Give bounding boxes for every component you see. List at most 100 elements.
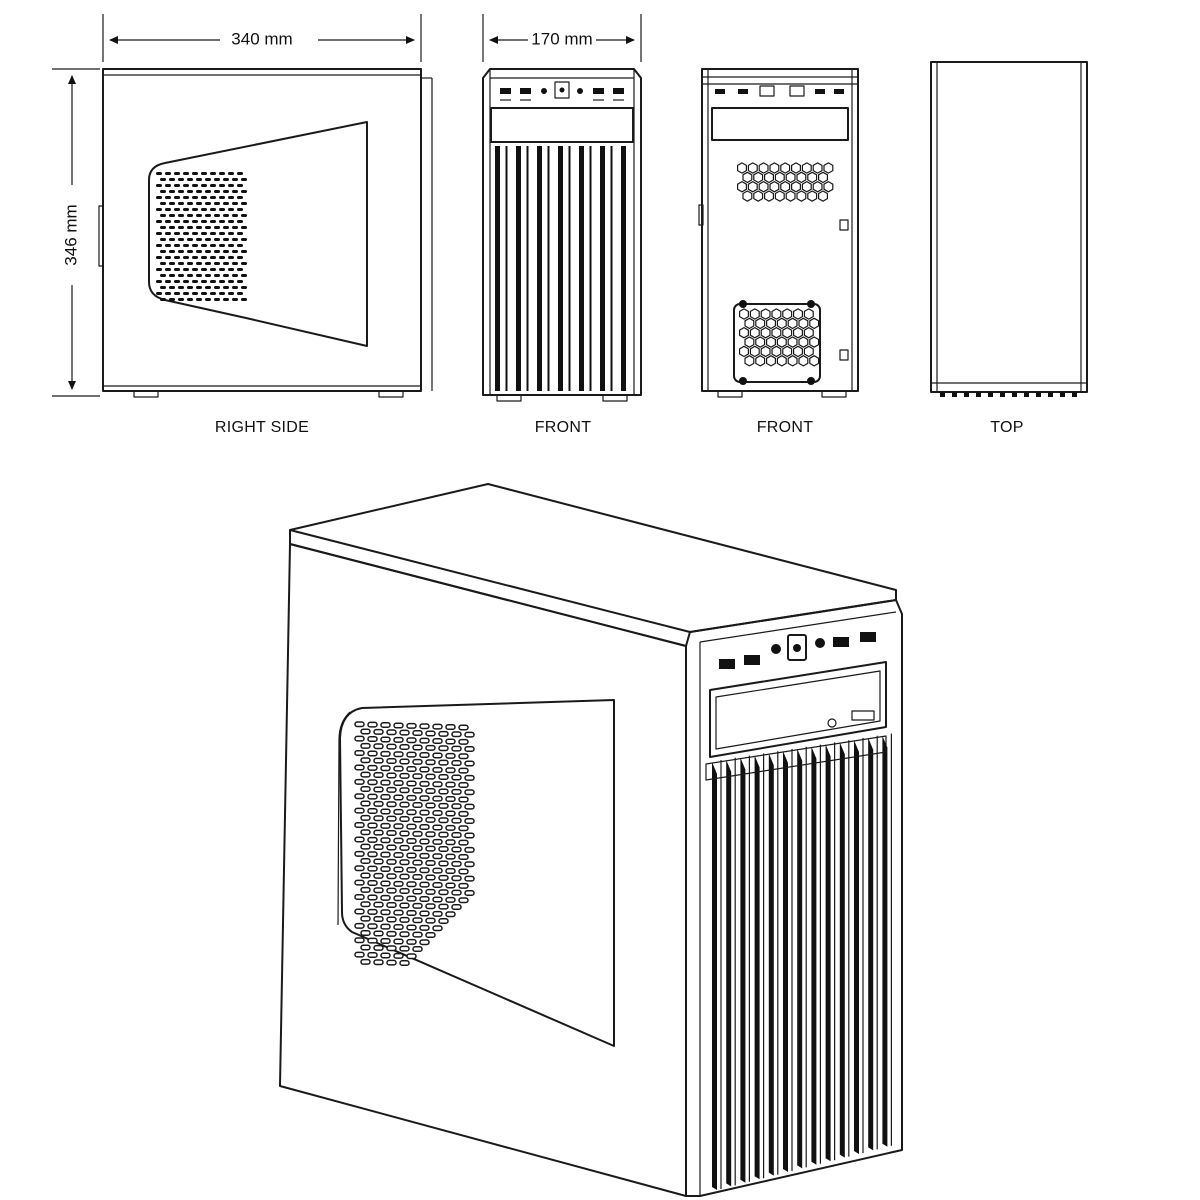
hex-hole [744,336,755,348]
vent-slot [196,298,202,301]
vent-slot [214,250,220,253]
vent-slot [196,250,202,253]
hex-hole [760,327,771,339]
bezel-notch [1048,392,1053,397]
hex-hole [809,336,820,348]
vent-slot [219,268,225,271]
hex-hole [736,162,748,174]
rear-view [698,68,859,398]
vent-slot [196,238,202,241]
fin-slot [621,146,626,391]
vent-slot [187,202,193,205]
hex-hole [763,190,775,202]
vent-slot [174,208,180,211]
iso-vent-slot [380,750,391,757]
iso-fin [712,762,717,1190]
iso-vent-slot [425,860,436,867]
usb2-port-icon [520,88,531,94]
vent-slot [223,262,229,265]
iso-vent-slot [451,774,462,781]
vent-slot [174,184,180,187]
vent-slot [169,178,175,181]
hex-hole [771,327,782,339]
iso-vent-slot [360,786,371,793]
vent-slot [237,196,243,199]
iso-vent-slot [458,738,469,745]
iso-vent-slot [464,774,475,781]
iso-vent-slot [373,815,384,822]
iso-vent-slot [373,872,384,879]
iso-vent-slot [406,924,417,931]
vent-slot [178,262,184,265]
vent-slot [228,208,234,211]
vent-slot [196,178,202,181]
vent-slot [192,256,198,259]
fin-slot [610,146,613,391]
hex-hole [823,162,834,174]
iso-vent-slot [425,744,436,751]
bezel-notch [1012,392,1017,397]
vent-slot [183,172,189,175]
hex-hole [736,181,748,193]
iso-vent-slot [380,837,391,844]
iso-vent-slot [380,880,391,887]
vent-slot [201,244,207,247]
iso-vent-slot [393,765,404,772]
iso-vent-slot [432,795,443,802]
vent-slot [174,292,180,295]
vent-slot [160,178,166,181]
iso-vent-slot [432,810,443,817]
iso-vent-slot [393,837,404,844]
vent-slot [237,292,243,295]
vent-slot [183,244,189,247]
hex-hole [753,190,764,202]
iso-vent-slot [386,815,397,822]
iso-vent-slot [360,886,371,893]
vent-slot [237,268,243,271]
iso-vent-slot [445,911,456,918]
iso-vent-slot [425,932,436,939]
iso-vent-slot [419,910,430,917]
hex-hole [738,327,750,339]
vent-slot [228,232,234,235]
iso-vent-slot [380,722,391,729]
vent-slot [210,220,216,223]
vent-slot [214,226,220,229]
iso-vent-slot [360,814,371,821]
vent-slot [196,214,202,217]
iso-vent-slot [399,801,410,808]
vent-slot [205,190,211,193]
vent-slot [219,208,225,211]
vent-slot [205,202,211,205]
iso-vent-slot [354,735,365,742]
iso-vent-slot [354,922,365,929]
iso-vent-slot [373,930,384,937]
front-fin-grille [495,146,626,391]
iso-vent-slot [412,816,423,823]
vent-slot [205,238,211,241]
iso-vent-slot [432,738,443,745]
iso-vent-slot [406,809,417,816]
iso-vent-slot [419,896,430,903]
vent-slot [232,238,238,241]
iso-vent-slot [386,758,397,765]
iso-vent-slot [373,743,384,750]
iso-vent-slot [399,844,410,851]
iso-vent-slot [458,767,469,774]
iso-vent-slot [354,807,365,814]
iso-vent-slot [367,851,378,858]
iso-vent-slot [458,868,469,875]
hex-hole [749,308,760,320]
vent-slot [192,232,198,235]
iso-vent-slot [380,736,391,743]
vent-slot [169,226,175,229]
iso-vent-slot [419,939,430,946]
iso-vent-slot [464,890,475,897]
iso-vent-slot [360,958,371,965]
vent-slot [174,172,180,175]
front-view [482,68,642,402]
iso-vent-slot [367,779,378,786]
iso-vent-slot [367,822,378,829]
iso-vent-slot [445,781,456,788]
vent-slot [210,232,216,235]
